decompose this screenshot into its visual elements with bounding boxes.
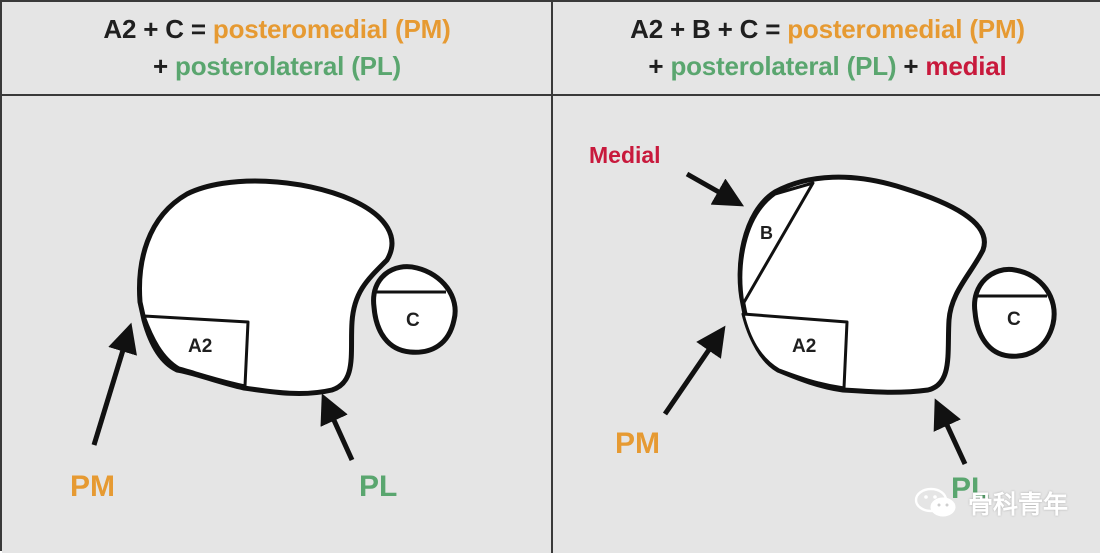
right-header: A2 + B + C = posteromedial (PM) + poster… — [553, 2, 1100, 96]
right-c-label: C — [1007, 309, 1021, 330]
left-pm-label: PM — [70, 470, 115, 503]
right-plus: + — [648, 51, 664, 81]
left-panel — [2, 96, 552, 553]
left-pl-arrow — [320, 393, 355, 462]
right-c-fragment — [972, 266, 1057, 359]
right-pl-label: PL — [951, 472, 990, 502]
right-formula: A2 + B + C = — [630, 14, 781, 44]
wechat-icon — [914, 487, 956, 517]
right-header-line-2: + posterolateral (PL) + medial — [648, 48, 1006, 85]
right-pm-label: PM — [615, 427, 660, 460]
left-header-line-1: A2 + C = posteromedial (PM) — [103, 11, 450, 48]
left-plus: + — [153, 51, 169, 81]
right-a2-fragment — [741, 312, 849, 390]
watermark-text: 骨科青年 — [967, 491, 1068, 519]
left-c-fragment — [371, 264, 458, 355]
left-a2-fragment — [142, 314, 250, 388]
left-header: A2 + C = posteromedial (PM) + posterolat… — [2, 2, 552, 96]
right-medial-label: Medial — [589, 142, 661, 168]
right-pl-text: posterolateral (PL) — [670, 51, 897, 81]
right-a2-label: A2 — [792, 336, 817, 357]
right-medial-arrow — [685, 171, 745, 207]
right-pl-arrow — [933, 398, 968, 466]
left-pm-arrow — [91, 322, 137, 446]
left-a2-label: A2 — [188, 336, 213, 357]
right-b-fragment — [739, 181, 815, 306]
left-pl-text: posterolateral (PL) — [175, 51, 401, 81]
right-pm-arrow — [662, 325, 726, 416]
right-header-line-1: A2 + B + C = posteromedial (PM) — [630, 11, 1025, 48]
left-c-label: C — [406, 310, 420, 331]
right-medial-text: medial — [925, 51, 1007, 81]
right-b-label: B — [760, 223, 773, 243]
right-plus-2: + — [903, 51, 919, 81]
left-header-line-2: + posterolateral (PL) — [153, 48, 401, 85]
left-formula: A2 + C = — [103, 14, 206, 44]
left-column: A2 + C = posteromedial (PM) + posterolat… — [2, 2, 552, 553]
left-diagram — [91, 178, 458, 462]
right-panel — [553, 96, 1100, 553]
right-column: A2 + B + C = posteromedial (PM) + poster… — [551, 2, 1100, 553]
left-pl-label: PL — [359, 470, 398, 503]
right-pm-text: posteromedial (PM) — [787, 14, 1025, 44]
right-diagram — [662, 171, 1057, 466]
left-pm-text: posteromedial (PM) — [212, 14, 451, 44]
watermark: 骨科青年 — [914, 485, 1068, 521]
